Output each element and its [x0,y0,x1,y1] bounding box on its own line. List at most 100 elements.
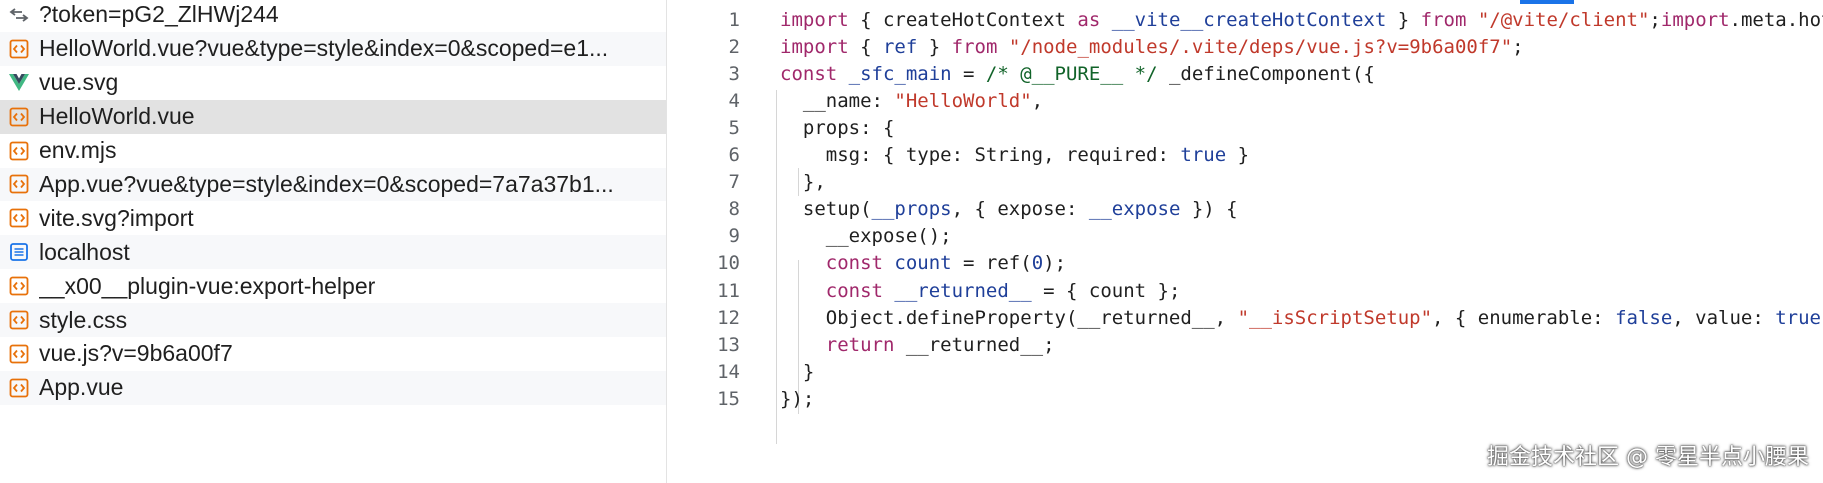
code-token: } [1226,144,1250,167]
file-list-item[interactable]: App.vue [0,370,666,405]
line-number[interactable]: 4 [728,89,740,112]
code-token: false [1615,306,1673,329]
line-number[interactable]: 2 [728,35,740,58]
code-token: const [825,252,883,275]
file-name: vite.svg?import [39,204,194,231]
code-token: Object.defineProperty(__returned__, [780,306,1238,329]
line-number[interactable]: 7 [728,171,740,194]
file-list-item[interactable]: vue.svg [0,66,666,100]
file-list-item[interactable]: HelloWorld.vue [0,99,666,134]
code-token: 0 [1031,252,1044,275]
code-file-icon [8,275,30,297]
file-list-item[interactable]: ?token=pG2_ZlHWj244 [0,0,666,32]
code-token: ; [1512,35,1524,58]
code-line: 5 props: { [668,114,1823,141]
line-content: msg: { type: String, required: true } [740,144,1249,166]
code-token: import [780,8,849,31]
code-token: msg: { type: String, required: [780,144,1181,167]
code-token: "__isScriptSetup" [1237,306,1433,329]
code-token: as [1077,8,1101,31]
code-token: import [1660,8,1730,31]
file-name: App.vue?vue&type=style&index=0&scoped=7a… [39,170,614,197]
line-content: } [740,361,814,383]
line-content: __name: "HelloWorld", [740,90,1043,112]
code-token: "/@vite/client" [1466,8,1650,31]
line-content: __expose(); [740,225,952,247]
code-file-icon [8,343,30,365]
line-number[interactable]: 15 [717,387,740,410]
line-number[interactable]: 12 [717,306,740,329]
code-token: /* @__PURE__ */ [985,62,1158,85]
code-file-icon [8,207,30,229]
line-number[interactable]: 8 [728,198,740,221]
file-list-item[interactable]: vue.js?v=9b6a00f7 [0,337,666,371]
code-token: = [951,62,986,85]
line-number[interactable]: 3 [728,62,740,85]
file-list-item[interactable]: localhost [0,235,666,270]
code-token: import [780,35,849,58]
code-token: , [1031,89,1044,112]
line-number[interactable]: 1 [728,8,740,31]
code-token: __props [871,198,952,221]
code-token [780,280,826,302]
line-content: import { ref } from "/node_modules/.vite… [740,36,1524,58]
line-content: }, [740,171,826,193]
code-line: 14 } [668,358,1823,385]
vue-logo-icon [8,72,30,94]
line-content: import { createHotContext as __vite__cre… [740,9,1823,31]
code-line: 10 const count = ref(0); [668,250,1823,277]
code-file-icon [8,140,30,162]
code-token: __returned__; [894,333,1055,356]
file-list-item[interactable]: App.vue?vue&type=style&index=0&scoped=7a… [0,167,666,202]
file-list-item[interactable]: style.css [0,303,666,337]
code-token: ; [1649,8,1661,31]
line-content: const count = ref(0); [740,252,1066,274]
code-token: { [848,35,883,58]
file-list-item[interactable]: env.mjs [0,134,666,168]
indent-guide [776,90,777,444]
active-tab-indicator [1520,0,1574,4]
code-token: return [825,333,895,356]
code-token: , { expose: [951,198,1089,221]
code-line: 7 }, [668,169,1823,196]
code-token: from [951,35,998,58]
code-file-icon [8,38,30,60]
code-token: __expose(); [780,225,952,248]
line-number[interactable]: 13 [717,333,740,356]
code-token: ref [882,35,918,58]
file-list-item[interactable]: __x00__plugin-vue:export-helper [0,269,666,303]
file-list-item[interactable]: vite.svg?import [0,201,666,235]
code-token: ); [1043,252,1067,275]
file-list-item[interactable]: HelloWorld.vue?vue&type=style&index=0&sc… [0,31,666,66]
file-name: localhost [39,238,130,265]
code-file-icon [8,309,30,331]
line-number[interactable]: 9 [728,225,740,248]
code-token: }) { [1180,198,1238,221]
code-file-icon [8,173,30,195]
watermark: 掘金技术社区 @ 零星半点小腰果 [1487,445,1809,470]
code-token: true [1180,144,1227,167]
file-name: __x00__plugin-vue:export-helper [39,272,376,299]
file-name: style.css [39,306,128,333]
document-icon [8,241,30,263]
code-token: __expose [1088,198,1181,221]
line-number[interactable]: 6 [728,144,740,167]
indent-guide [798,168,799,196]
code-token: const [780,62,838,85]
file-name: env.mjs [39,137,117,164]
line-content: const __returned__ = { count }; [740,280,1181,302]
code-token: } [1386,8,1421,31]
line-number[interactable]: 14 [717,360,740,383]
line-number[interactable]: 10 [717,252,740,275]
line-number[interactable]: 11 [717,279,740,302]
code-token: setup( [780,198,872,221]
file-name: HelloWorld.vue?vue&type=style&index=0&sc… [39,35,609,62]
line-number[interactable]: 5 [728,116,740,139]
code-line: 11 const __returned__ = { count }; [668,277,1823,304]
code-line: 9 __expose(); [668,223,1823,250]
line-content: Object.defineProperty(__returned__, "__i… [740,307,1823,329]
